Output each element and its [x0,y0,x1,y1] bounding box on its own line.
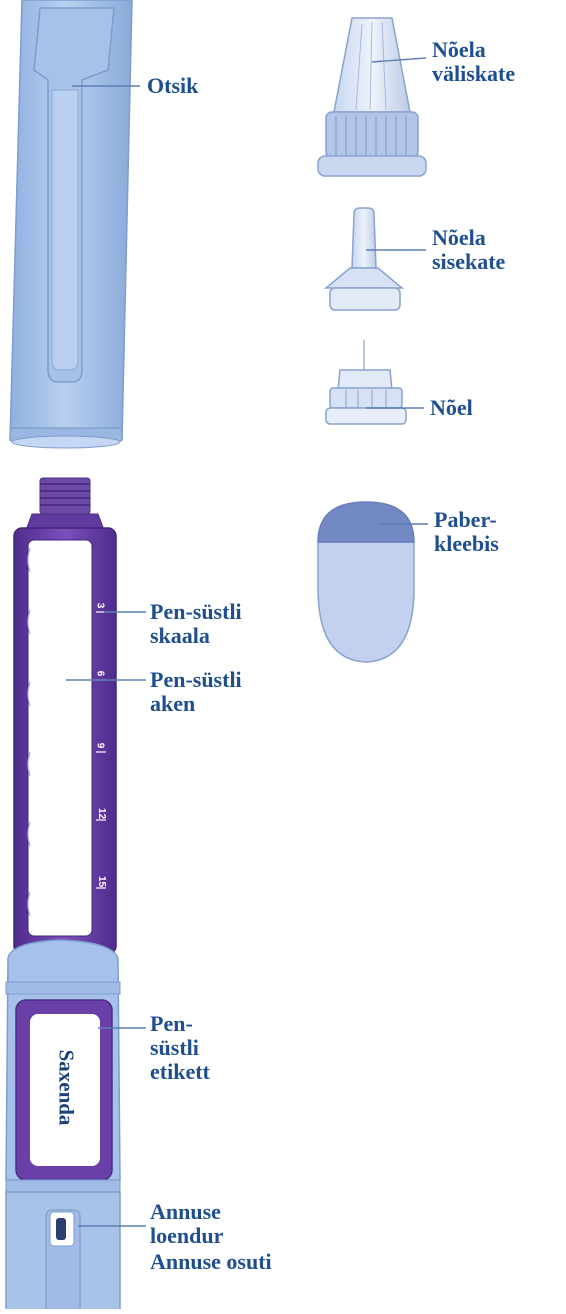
inner-needle-cap [326,208,402,310]
scale-mark-9: 9 [94,743,105,749]
label-pen-window: Pen-süstli aken [150,668,242,716]
scale-mark-15: 15 [96,876,107,887]
label-dose-pointer: Annuse osuti [150,1250,272,1274]
needle [326,340,406,424]
cartridge-holder [14,528,116,954]
outer-needle-cap [318,18,426,176]
label-outer-needle-cap: Nõela väliskate [432,38,515,86]
label-needle: Nõel [430,396,473,420]
scale-mark-3: 3 [94,603,105,609]
label-paper-tab: Paber- kleebis [434,508,499,556]
label-inner-needle-cap: Nõela sisekate [432,226,505,274]
label-dose-counter: Annuse loendur [150,1200,223,1248]
label-cap: Otsik [147,74,198,98]
label-pen-label: Pen- süstli etikett [150,1012,210,1084]
label-pen-scale: Pen-süstli skaala [150,600,242,648]
pen-cap [10,0,132,448]
pen-thread [26,478,104,530]
scale-mark-12: 12 [96,808,107,819]
scale-mark-6: 6 [94,671,105,677]
paper-tab [318,502,414,662]
brand-label: Saxenda [54,1043,79,1133]
